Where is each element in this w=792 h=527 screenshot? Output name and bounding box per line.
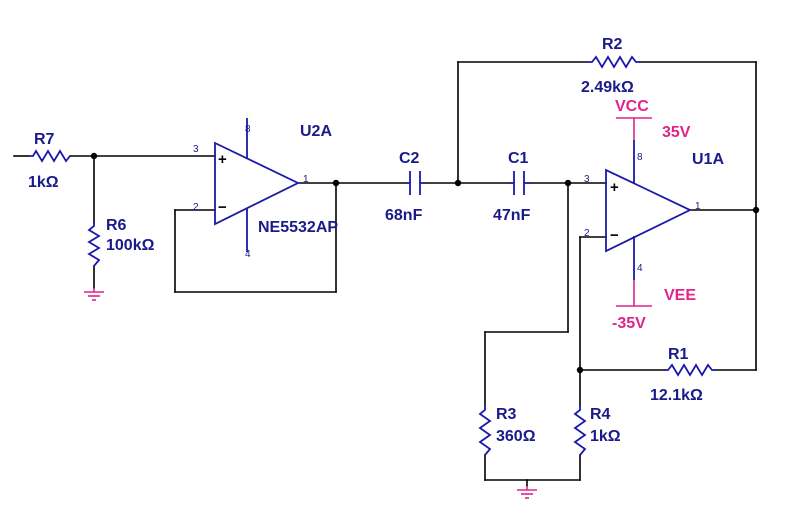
u1a-pin-minus: 2	[584, 228, 590, 239]
r1-resistor	[664, 363, 716, 377]
u2a-minus-sign: −	[218, 199, 227, 216]
u2a-ref: U2A	[300, 123, 332, 140]
r3-ref: R3	[496, 406, 517, 423]
u2a-pin-out: 1	[303, 174, 309, 185]
u1a-pin-plus: 3	[584, 174, 590, 185]
r3-value: 360Ω	[496, 428, 536, 445]
r1-ref: R1	[668, 346, 689, 363]
ground-symbol-bottom	[517, 486, 537, 499]
u2a-opamp	[214, 118, 301, 252]
u2a-part: NE5532AP	[258, 219, 338, 236]
u2a-plus-sign: +	[218, 151, 227, 168]
u1a-ref: U1A	[692, 151, 724, 168]
r6-ref: R6	[106, 217, 127, 234]
c2-capacitor	[406, 171, 426, 195]
r4-ref: R4	[590, 406, 611, 423]
r2-resistor	[586, 55, 640, 69]
u1a-pin-out: 1	[695, 201, 701, 212]
r6-value: 100kΩ	[106, 237, 155, 254]
u1a-pin-vee: 4	[637, 263, 643, 274]
junction-dots	[90, 152, 760, 374]
vcc-name: VCC	[615, 98, 649, 115]
r7-value: 1kΩ	[28, 174, 59, 191]
u1a-opamp	[605, 140, 693, 280]
wires	[13, 61, 757, 487]
u2a-pin-minus: 2	[193, 202, 199, 213]
r1-value: 12.1kΩ	[650, 387, 703, 404]
c2-ref: C2	[399, 150, 420, 167]
u2a-pin-vee: 4	[245, 249, 251, 260]
r7-resistor	[28, 149, 71, 163]
r4-resistor	[573, 405, 587, 456]
r7-ref: R7	[34, 131, 55, 148]
power-rails	[616, 117, 652, 307]
r3-resistor	[478, 405, 492, 456]
ground-symbol-r6	[84, 288, 104, 301]
r6-resistor	[87, 222, 101, 267]
r4-value: 1kΩ	[590, 428, 621, 445]
c1-ref: C1	[508, 150, 529, 167]
r2-value: 2.49kΩ	[581, 79, 634, 96]
c1-value: 47nF	[493, 207, 531, 224]
c1-capacitor	[510, 171, 530, 195]
u1a-plus-sign: +	[610, 179, 619, 196]
vee-value: -35V	[612, 315, 646, 332]
u1a-pin-vcc: 8	[637, 152, 643, 163]
vcc-value: 35V	[662, 124, 691, 141]
u1a-minus-sign: −	[610, 227, 619, 244]
c2-value: 68nF	[385, 207, 423, 224]
vee-name: VEE	[664, 287, 696, 304]
u2a-pin-vcc: 8	[245, 124, 251, 135]
r2-ref: R2	[602, 36, 623, 53]
u2a-pin-plus: 3	[193, 144, 199, 155]
